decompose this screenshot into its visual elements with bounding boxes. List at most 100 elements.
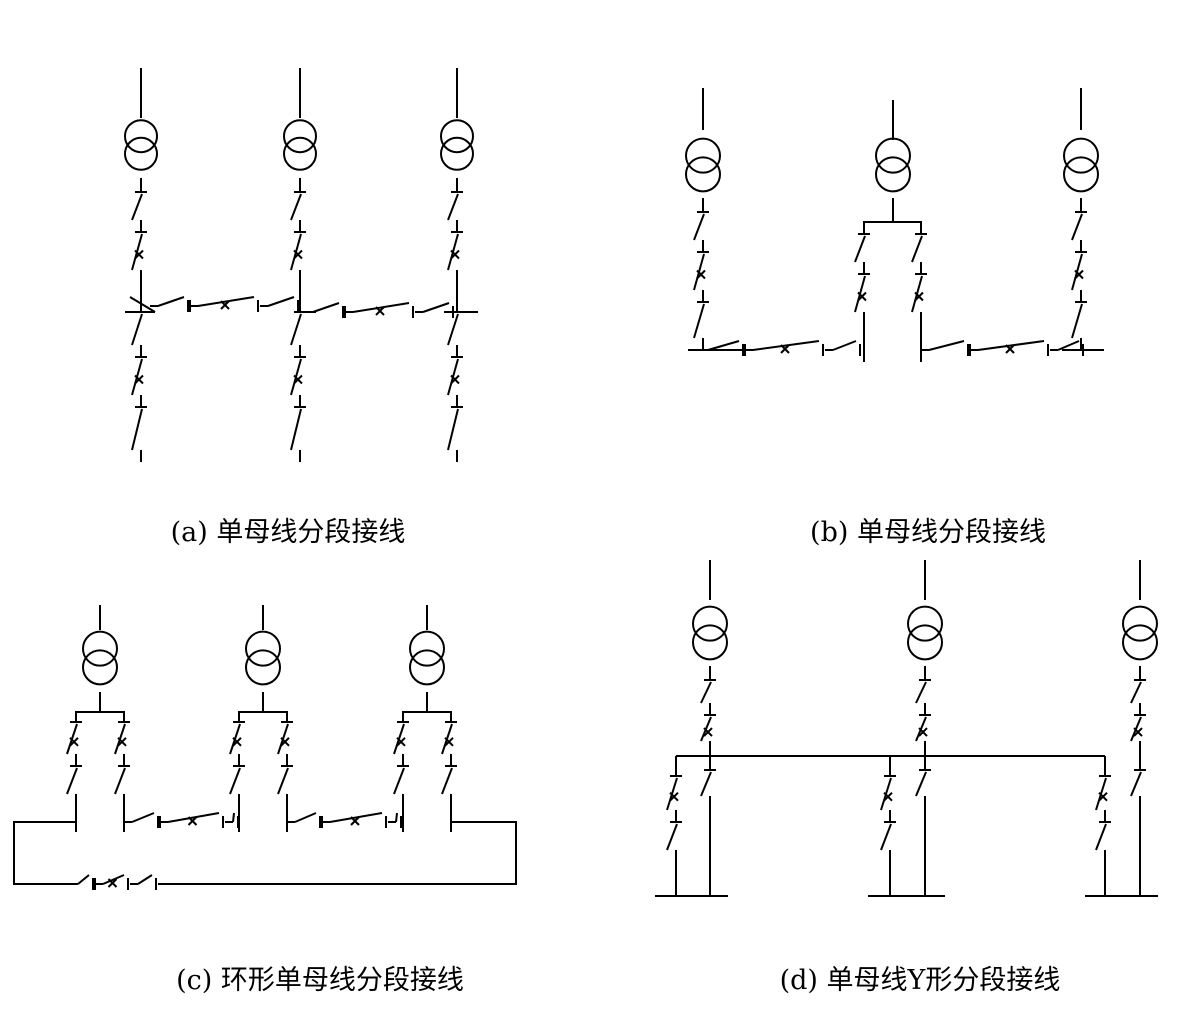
switch-blade bbox=[232, 812, 235, 823]
disconnector-switch-icon bbox=[229, 765, 245, 806]
switch-blade bbox=[700, 681, 712, 704]
two-winding-transformer-icon bbox=[440, 119, 474, 171]
breaker-mark bbox=[1005, 344, 1015, 354]
tie-branch-d-1 bbox=[666, 756, 682, 896]
disconnector-switch-icon bbox=[393, 765, 409, 806]
circuit-breaker-icon bbox=[911, 273, 927, 324]
transformer-winding-upper bbox=[283, 119, 317, 154]
caption-c: (c) 环形单母线分段接线 bbox=[176, 965, 464, 996]
breaker-mark bbox=[1133, 727, 1143, 737]
disconnector-switch-icon bbox=[415, 302, 454, 318]
switch-blade bbox=[290, 408, 302, 451]
breaker-mark bbox=[918, 727, 928, 737]
feeder-a-3 bbox=[440, 68, 474, 462]
switch-blade bbox=[1057, 340, 1080, 351]
disconnector-switch-icon bbox=[1130, 679, 1146, 715]
transformer-winding-upper bbox=[440, 119, 474, 154]
breaker-mark bbox=[857, 291, 867, 302]
disconnector-switch-icon bbox=[131, 311, 147, 357]
breaker-mark bbox=[232, 737, 242, 747]
transformer-winding-upper bbox=[685, 137, 721, 174]
caption-a: (a) 单母线分段接线 bbox=[170, 517, 406, 548]
switch-blade bbox=[395, 812, 398, 823]
breaker-mark bbox=[280, 737, 290, 747]
feeder-d-1 bbox=[692, 560, 728, 896]
switch-blade bbox=[131, 313, 143, 346]
feeder-c-2 bbox=[229, 605, 293, 832]
circuit-breaker-icon bbox=[114, 721, 130, 766]
disconnector-switch-icon bbox=[131, 191, 147, 232]
disconnector-switch-icon bbox=[290, 191, 306, 232]
circuit-breaker-icon bbox=[131, 231, 147, 282]
switch-blade bbox=[77, 874, 90, 885]
disconnector-switch-icon bbox=[290, 406, 306, 462]
wire bbox=[238, 711, 288, 722]
transformer-winding-upper bbox=[875, 137, 911, 174]
disconnector-switch-icon bbox=[70, 874, 94, 890]
circuit-breaker-icon bbox=[744, 340, 824, 356]
two-winding-transformer-icon bbox=[245, 630, 281, 686]
switch-blade bbox=[977, 340, 1045, 351]
circuit-breaker-icon bbox=[1071, 251, 1087, 302]
switch-blade bbox=[277, 767, 289, 795]
switch-blade bbox=[167, 812, 220, 823]
transformer-winding-upper bbox=[907, 605, 943, 642]
switch-blade bbox=[915, 771, 927, 797]
switch-blade bbox=[700, 771, 712, 797]
transformer-winding-upper bbox=[692, 605, 728, 642]
disconnector-switch-icon bbox=[130, 874, 157, 890]
disconnector-switch-icon bbox=[277, 765, 293, 806]
breaker-mark bbox=[1074, 269, 1084, 280]
circuit-breaker-icon bbox=[969, 340, 1049, 356]
disconnector-switch-icon bbox=[225, 812, 239, 828]
circuit-breaker-icon bbox=[159, 812, 224, 828]
switch-blade bbox=[832, 340, 857, 351]
disconnector-switch-icon bbox=[1130, 769, 1146, 808]
transformer-winding-lower bbox=[692, 624, 728, 661]
switch-blade bbox=[666, 823, 678, 851]
disconnector-switch-icon bbox=[447, 311, 463, 357]
wire bbox=[863, 221, 922, 234]
diagram-c bbox=[13, 605, 517, 890]
switch-blade bbox=[1130, 681, 1142, 704]
transformer-winding-lower bbox=[685, 156, 721, 193]
breaker-mark bbox=[703, 727, 713, 737]
switch-blade bbox=[707, 340, 740, 351]
tie-branch-d-2 bbox=[880, 756, 896, 896]
switch-blade bbox=[294, 812, 317, 823]
two-winding-transformer-icon bbox=[82, 630, 118, 686]
circuit-breaker-icon bbox=[915, 714, 931, 753]
transformer-winding-lower bbox=[1063, 156, 1099, 193]
circuit-breaker-icon bbox=[447, 356, 463, 407]
switch-blade bbox=[102, 874, 125, 885]
switch-blade bbox=[915, 681, 927, 704]
disconnector-switch-icon bbox=[700, 679, 716, 715]
switch-blade bbox=[441, 767, 453, 795]
transformer-winding-upper bbox=[1122, 605, 1158, 642]
feeder-a-2 bbox=[283, 68, 317, 462]
feeder-d-2 bbox=[907, 560, 943, 896]
breaker-mark bbox=[187, 816, 198, 826]
breaker-mark bbox=[450, 249, 460, 260]
feeder-b-2 bbox=[854, 100, 927, 362]
transformer-winding-upper bbox=[124, 119, 158, 154]
switch-blade bbox=[290, 313, 302, 346]
breaker-mark bbox=[375, 306, 385, 316]
transformer-winding-lower bbox=[409, 649, 445, 686]
disconnector-switch-icon bbox=[114, 765, 130, 806]
breaker-mark bbox=[220, 300, 230, 310]
switch-blade bbox=[290, 193, 302, 221]
caption-d: (d) 单母线Y形分段接线 bbox=[779, 965, 1061, 996]
circuit-breaker-icon bbox=[131, 356, 147, 407]
circuit-breaker-icon bbox=[1095, 775, 1111, 822]
ring-wire bbox=[158, 821, 517, 885]
switch-blade bbox=[447, 193, 459, 221]
switch-blade bbox=[114, 767, 126, 795]
breaker-mark bbox=[69, 737, 79, 747]
disconnector-switch-icon bbox=[388, 812, 402, 828]
circuit-breaker-icon bbox=[700, 714, 716, 753]
switch-blade bbox=[137, 874, 153, 885]
two-winding-transformer-icon bbox=[685, 137, 721, 193]
